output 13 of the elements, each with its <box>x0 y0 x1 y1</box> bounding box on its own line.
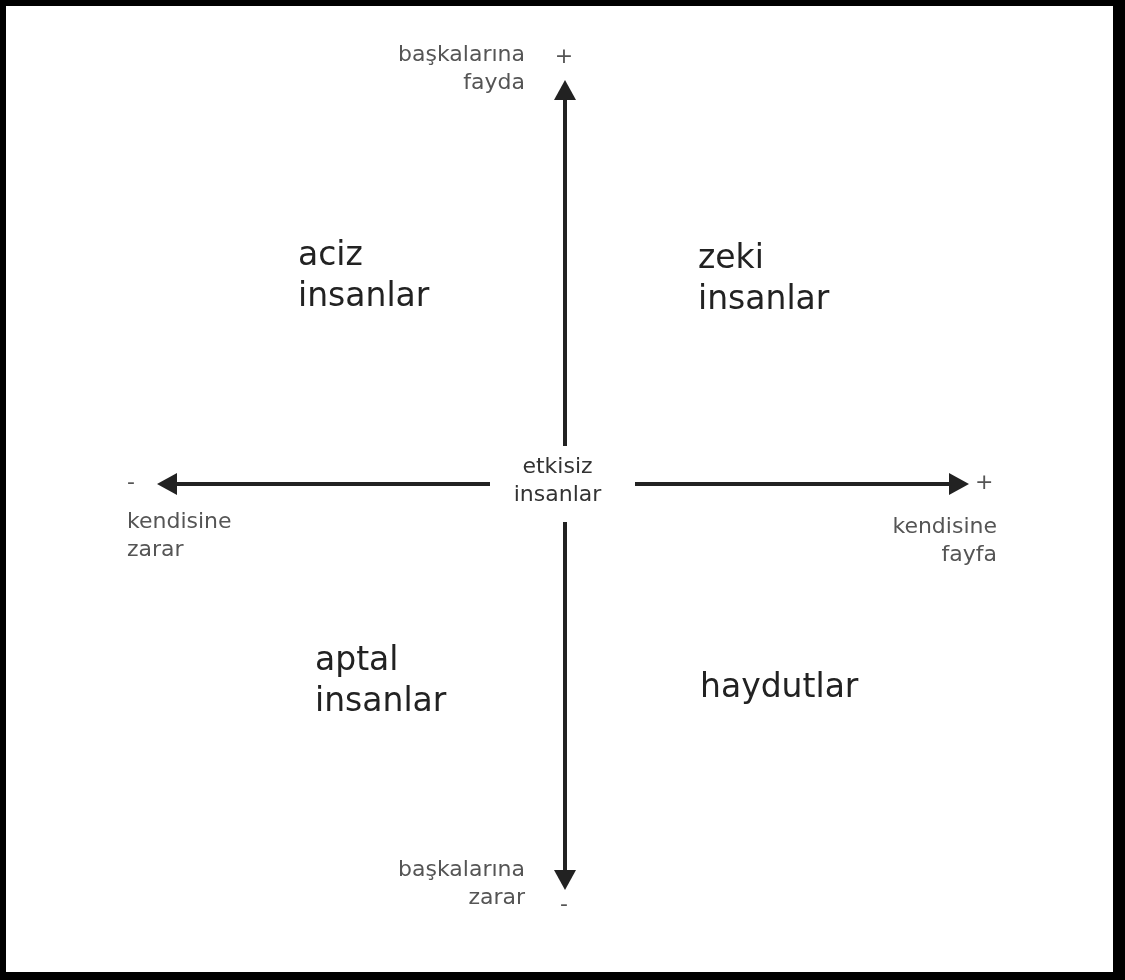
quadrant-label: aptal insanlar <box>315 639 447 720</box>
axis-label: başkalarına fayda <box>398 41 525 94</box>
axis-label: kendisine zarar <box>127 508 232 561</box>
quadrant-label: aciz insanlar <box>298 234 430 315</box>
axis-label: başkalarına zarar <box>398 856 525 909</box>
quadrant-label: zeki insanlar <box>698 237 830 318</box>
quadrant-label: haydutlar <box>700 666 859 705</box>
axis-label: kendisine fayfa <box>892 513 997 566</box>
plus-sign: + <box>554 43 574 68</box>
plus-sign: + <box>975 469 994 494</box>
minus-sign: - <box>127 469 135 494</box>
center-label: etkisiz insanlar <box>513 453 602 506</box>
minus-sign: - <box>560 891 568 916</box>
